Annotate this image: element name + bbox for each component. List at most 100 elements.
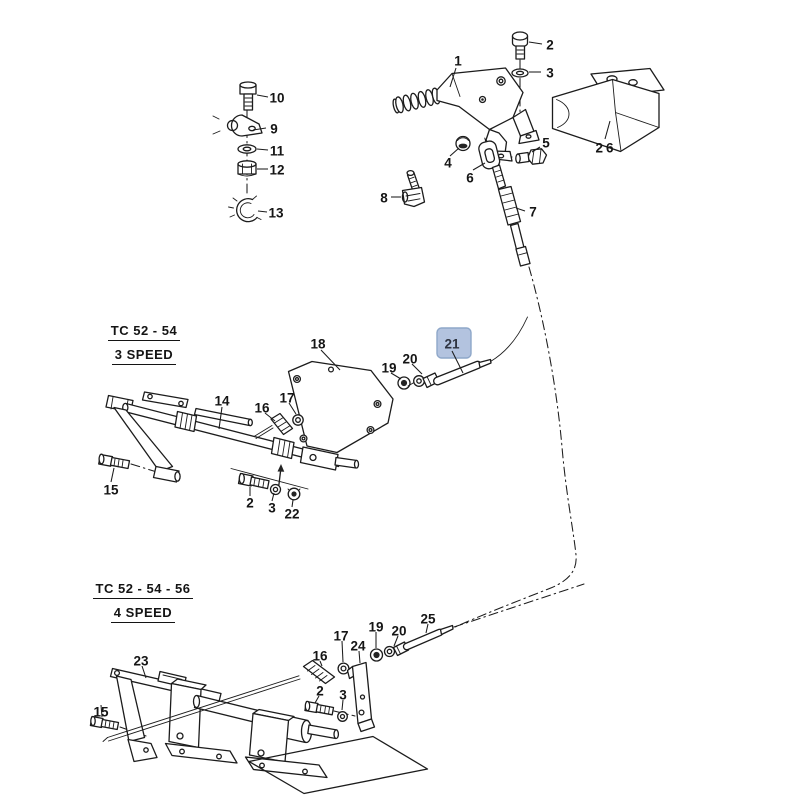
part-21-rod	[433, 316, 528, 386]
callout-19: 19	[368, 620, 384, 648]
callout-6: 6	[466, 162, 486, 186]
callout-1: 1	[449, 54, 462, 88]
part-number-label: 16	[254, 401, 270, 416]
part-15-bolt-mid	[98, 453, 131, 470]
part-number-label: 25	[420, 612, 436, 627]
callout-23: 23	[133, 654, 149, 679]
part-17-nut-mid	[292, 414, 304, 426]
callout-leader-line	[256, 94, 269, 98]
callout-leader-line	[319, 660, 323, 667]
callout-leader-line	[257, 210, 268, 213]
callout-18: 18	[310, 337, 341, 371]
part-number-label: 19	[381, 361, 396, 376]
callout-leader-line	[314, 695, 320, 704]
highlight-box[interactable]	[436, 327, 472, 359]
part-number-label: 15	[103, 483, 119, 498]
callout-leader-line	[451, 350, 464, 374]
callout-leader-line	[472, 162, 486, 171]
part-3-washer-top	[511, 68, 529, 78]
callout-10: 10	[256, 91, 285, 106]
callout-24: 24	[350, 639, 366, 664]
callout-leader-line	[531, 146, 541, 153]
callout-14: 14	[214, 394, 230, 430]
part-4-knob	[455, 135, 471, 152]
part-11-washer	[237, 144, 257, 154]
callout-leader-line	[110, 467, 115, 483]
part-2-bolt-top	[511, 31, 529, 60]
part-number-label: 17	[279, 391, 294, 406]
callout-leader-line	[271, 492, 275, 502]
callout-leader-line	[320, 349, 341, 371]
callout-leader-line	[256, 148, 269, 151]
callout-leader-line	[393, 635, 399, 647]
part-number-label: 6	[466, 171, 474, 186]
callout-26: 26	[595, 120, 614, 156]
callout-13: 13	[257, 206, 284, 221]
part-16-cable-bottom	[102, 659, 336, 742]
callout-20: 20	[402, 352, 423, 375]
part-number-label: 24	[350, 639, 366, 654]
part-17-nut-bottom	[337, 662, 350, 675]
callout-15: 15	[93, 705, 109, 720]
callout-2: 2	[314, 684, 324, 704]
part-number-label: 16	[312, 649, 328, 664]
callout-leader-line	[528, 41, 543, 45]
part-5-bolt	[515, 148, 548, 165]
part-number-label: 14	[214, 394, 230, 409]
callout-20: 20	[391, 624, 407, 647]
callout-11: 11	[256, 144, 285, 159]
callout-leader-line	[100, 704, 103, 718]
callout-7: 7	[515, 205, 537, 220]
part-number-label: 4	[444, 156, 452, 171]
part-14-rod-assembly	[105, 391, 360, 483]
callout-leader-line	[218, 406, 223, 430]
part-13-clip	[228, 195, 262, 223]
callout-16: 16	[312, 649, 328, 667]
part-number-label: 15	[93, 705, 109, 720]
callout-3: 3	[529, 66, 554, 81]
part-number-label: 10	[269, 91, 284, 106]
part-number-label: 3	[268, 501, 276, 516]
callout-9: 9	[252, 122, 278, 137]
part-number-label: 2	[546, 38, 554, 53]
part-19-grommet-bottom	[369, 648, 384, 662]
part-number-label: 13	[268, 206, 284, 221]
part-number-label: 5	[542, 136, 550, 151]
part-24-bracket	[346, 661, 376, 733]
callout-leader-line	[341, 640, 344, 663]
part-number-label: 19	[368, 620, 383, 635]
part-number-label: 23	[133, 654, 149, 669]
callout-15: 15	[103, 467, 119, 498]
callout-leader-line	[425, 623, 429, 634]
callout-leader-line	[141, 665, 147, 679]
part-number-label: 18	[310, 337, 326, 352]
part-number-label: 9	[270, 122, 278, 137]
callout-leader-line	[288, 402, 297, 415]
callout-leader-line	[449, 147, 460, 157]
part-15-bolt-bottom	[89, 715, 120, 731]
part-26-cover	[551, 67, 665, 153]
fastener-group-bottom	[304, 700, 348, 722]
part-number-label: 7	[529, 205, 537, 220]
callout-22: 22	[284, 499, 300, 522]
callout-16: 16	[254, 401, 276, 422]
callout-21-highlighted[interactable]: 21	[436, 327, 472, 374]
callout-leader-line	[264, 412, 276, 422]
callout-12: 12	[257, 163, 285, 178]
callout-17: 17	[333, 629, 349, 663]
part-number-label: 3	[546, 66, 554, 81]
part-18-plate	[287, 360, 394, 454]
part-number-label: 17	[333, 629, 348, 644]
callout-leader-line	[390, 372, 402, 380]
part-number-label: 22	[284, 507, 299, 522]
callout-leader-line	[291, 499, 294, 508]
part-10-bolt	[239, 81, 257, 111]
part-number-label: 1	[454, 54, 462, 69]
callout-2: 2	[528, 38, 554, 53]
frame-assembly	[164, 678, 429, 795]
part-16-cable-end-mid	[253, 412, 294, 439]
part-number-label: 21	[444, 337, 460, 352]
